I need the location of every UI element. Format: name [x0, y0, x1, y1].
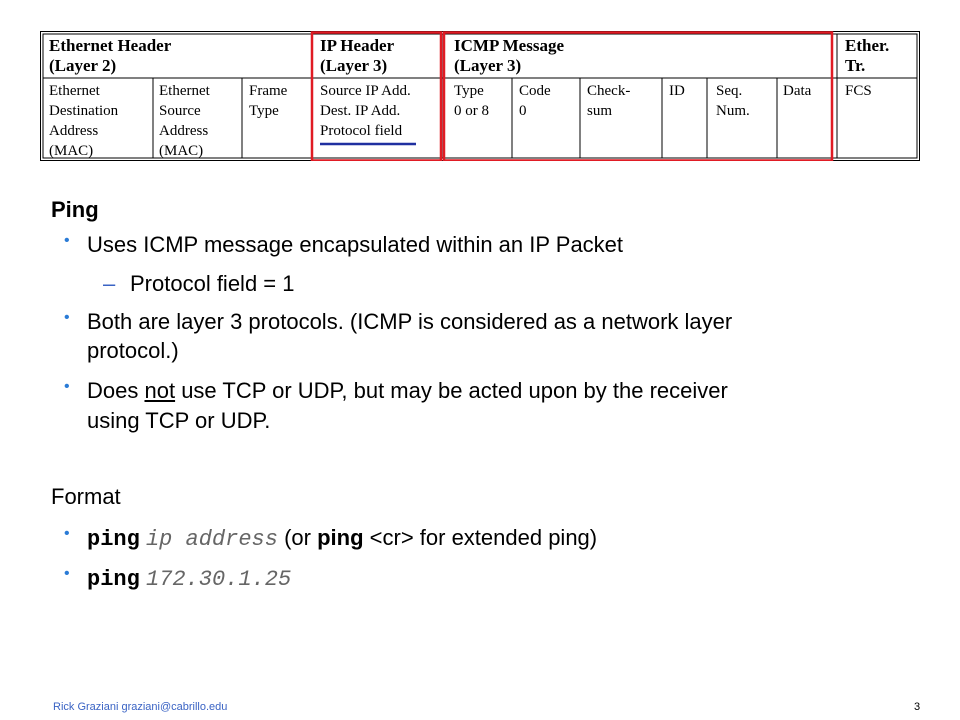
bullet-text: Uses ICMP message encapsulated within an…: [87, 232, 624, 257]
command-keyword: ping: [87, 527, 140, 552]
cell-id: ID: [669, 83, 685, 99]
cell-frame-type: Frame Type: [249, 83, 291, 119]
cell-eth-dest: Ethernet Destination Address (MAC): [49, 83, 122, 159]
command-argument: ip address: [145, 527, 278, 552]
bullet-text: Does not use TCP or UDP, but may be acte…: [87, 377, 728, 405]
page-number: 3: [914, 701, 921, 713]
icmp-header-title: ICMP Message (Layer 3): [454, 36, 568, 75]
command-argument: 172.30.1.25: [145, 567, 292, 592]
trailer-header-title: Ether. Tr.: [845, 36, 894, 75]
frame-diagram: Ethernet Header (Layer 2) IP Header (Lay…: [40, 31, 920, 161]
bullet-icon: •: [64, 378, 70, 395]
command-keyword: ping: [317, 525, 364, 550]
bullet-text: Both are layer 3 protocols. (ICMP is con…: [87, 309, 733, 334]
ip-header-title: IP Header (Layer 3): [320, 36, 398, 75]
text-fragment: use TCP or UDP, but may be acted upon by…: [175, 378, 728, 403]
cell-fcs: FCS: [845, 83, 872, 99]
sub-bullet-dash: –: [103, 271, 116, 296]
cell-data: Data: [783, 83, 812, 99]
cell-seq: Seq. Num.: [716, 83, 750, 119]
bullet-icon: •: [64, 309, 70, 326]
format-example-2: ping 172.30.1.25: [87, 564, 291, 594]
format-heading: Format: [51, 484, 121, 509]
text-fragment: Does: [87, 378, 145, 403]
command-keyword: ping: [87, 567, 140, 592]
ping-heading: Ping: [51, 197, 99, 222]
cell-code: Code 0: [519, 83, 554, 119]
bullet-icon: •: [64, 232, 70, 249]
bullet-text-continued: protocol.): [87, 338, 179, 363]
bullet-icon: •: [64, 565, 70, 582]
cell-ip-fields: Source IP Add. Dest. IP Add. Protocol fi…: [320, 83, 414, 139]
cell-eth-src: Ethernet Source Address (MAC): [159, 83, 214, 159]
bullet-icon: •: [64, 525, 70, 542]
emphasis-not: not: [144, 378, 176, 403]
bullet-text-continued: using TCP or UDP.: [87, 408, 271, 433]
cell-checksum: Check- sum: [587, 83, 634, 119]
text-fragment: (or: [277, 525, 318, 550]
icmp-message-highlight: [442, 31, 834, 161]
table-border-inner: [42, 33, 918, 159]
format-example-1: ping ip address (or ping <cr> for extend…: [87, 524, 597, 554]
ip-header-highlight: [310, 31, 443, 161]
cell-type: Type 0 or 8: [454, 83, 489, 119]
footer-author: Rick Graziani graziani@cabrillo.edu: [53, 701, 228, 713]
sub-bullet-text: Protocol field = 1: [130, 271, 295, 296]
text-fragment: <cr> for extended ping): [363, 525, 598, 550]
eth-header-title: Ethernet Header (Layer 2): [49, 36, 175, 75]
